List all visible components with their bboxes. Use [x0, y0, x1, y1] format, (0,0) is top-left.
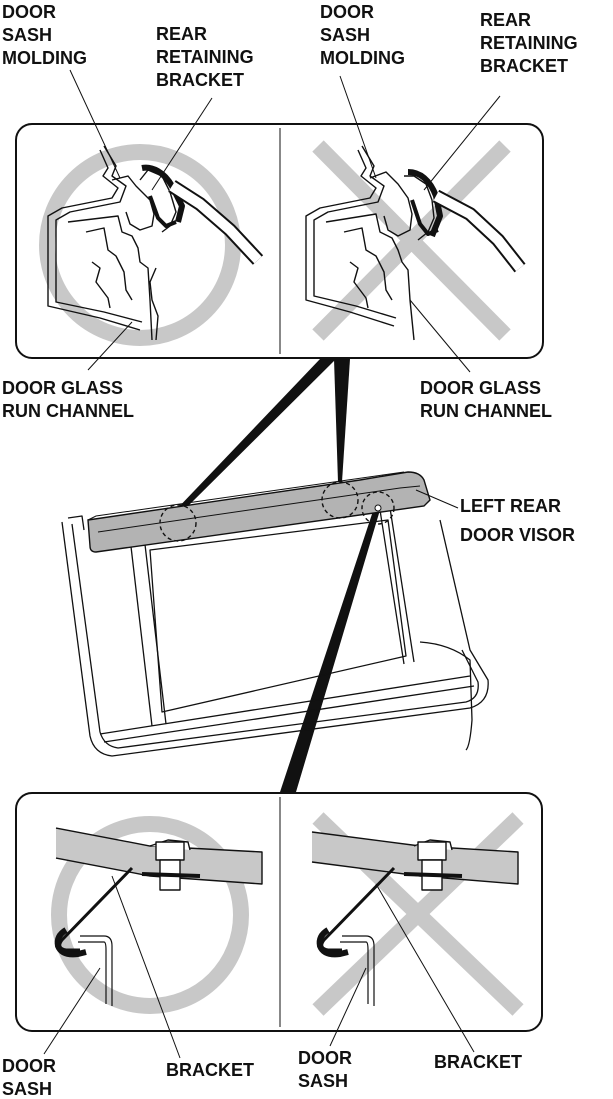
door-window [149, 519, 407, 713]
visor-strip [311, 831, 519, 885]
top-left-channel-label: DOOR GLASS RUN CHANNEL [2, 378, 134, 421]
bottom-right-sash-label: DOOR SASH [298, 1048, 357, 1091]
top-left-leaders [69, 69, 213, 371]
labels: DOOR SASH MOLDING REAR RETAINING BRACKET… [2, 2, 583, 1099]
door-outline [61, 519, 489, 757]
door-sash [340, 935, 375, 1006]
circle-ok-icon [51, 816, 249, 1014]
bottom-right-section [311, 831, 519, 1006]
circle-ok-icon [39, 144, 241, 346]
callout-wedges [174, 359, 380, 792]
top-right-bracket-label: REAR RETAINING BRACKET [480, 10, 583, 76]
bottom-right-bracket-label: BRACKET [434, 1052, 522, 1072]
cross-ng-icon [312, 140, 511, 341]
callout-circles [159, 481, 395, 542]
top-left-bracket-label: REAR RETAINING BRACKET [156, 24, 259, 90]
top-left-section [47, 145, 264, 341]
visor-leader [415, 489, 459, 509]
top-left-molding-label: DOOR SASH MOLDING [2, 2, 87, 68]
top-right-leaders [339, 75, 501, 373]
run-channel-outline [47, 149, 141, 331]
door-sash [78, 935, 113, 1006]
bottom-left-sash-label: DOOR SASH [2, 1056, 61, 1099]
bottom-left-leaders [43, 875, 181, 1059]
bottom-left-bracket-label: BRACKET [166, 1060, 254, 1080]
run-channel-outline [305, 149, 395, 327]
top-panel [15, 69, 544, 373]
rear-door [61, 507, 489, 757]
bottom-panel [15, 792, 543, 1059]
left-rear-door-visor [87, 471, 431, 553]
top-right-molding-label: DOOR SASH MOLDING [320, 2, 405, 68]
top-right-channel-label: DOOR GLASS RUN CHANNEL [420, 378, 552, 421]
top-right-section [305, 145, 526, 341]
door-visor-label: LEFT REAR DOOR VISOR [460, 496, 575, 545]
bottom-left-section [54, 827, 263, 1006]
bottom-right-leaders [329, 883, 475, 1053]
